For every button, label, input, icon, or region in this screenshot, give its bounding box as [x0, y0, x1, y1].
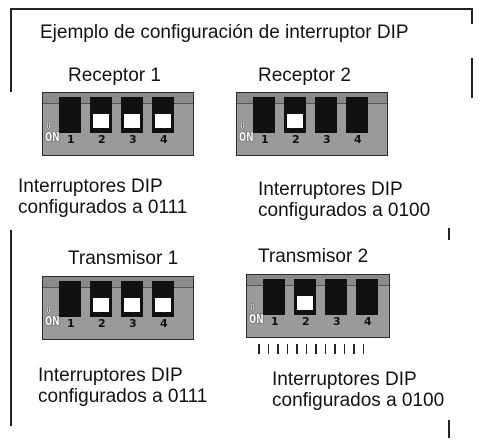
- switch-number: 2: [98, 317, 106, 330]
- frame-line-right-top: [471, 8, 473, 24]
- on-indicator: ⇩ON: [249, 300, 264, 326]
- switch-number: 1: [261, 133, 269, 146]
- dip-switch-4: [152, 97, 174, 133]
- tick-marks: [258, 344, 372, 354]
- frame-line-right-bottom: [448, 420, 450, 438]
- switch-number: 4: [354, 133, 362, 146]
- switch-number: 4: [364, 315, 372, 328]
- switch-number: 3: [129, 133, 137, 146]
- frame-line-top: [10, 8, 472, 10]
- dip-switch-receptor-1: 1 2 3 4 ⇩ON: [42, 92, 194, 156]
- diagram-title: Ejemplo de configuración de interruptor …: [40, 22, 409, 43]
- dip-switch-2: [90, 97, 112, 133]
- frame-line-right-lower: [448, 228, 450, 240]
- on-indicator: ⇩ON: [45, 302, 60, 328]
- switch-number: 4: [160, 133, 168, 146]
- dip-switch-3: [121, 281, 143, 317]
- switch-number: 3: [323, 133, 331, 146]
- caption-line-1: Interruptores DIP: [38, 365, 183, 386]
- dip-switch-3: [315, 97, 337, 133]
- caption-transmisor-1: Interruptores DIP configurados a 0111: [38, 365, 207, 407]
- caption-line-1: Interruptores DIP: [258, 179, 403, 200]
- dip-switch-2: [90, 281, 112, 317]
- caption-line-2: configurados a 0100: [272, 390, 445, 411]
- dip-switch-1: [59, 281, 81, 317]
- dip-switch-3: [121, 97, 143, 133]
- dip-switch-2: [284, 97, 306, 133]
- dip-switch-1: [253, 97, 275, 133]
- panel-label-receptor-1: Receptor 1: [68, 65, 161, 86]
- on-indicator: ⇩ON: [239, 118, 254, 144]
- panel-label-transmisor-1: Transmisor 1: [68, 248, 179, 269]
- caption-line-1: Interruptores DIP: [272, 369, 417, 390]
- on-indicator: ⇩ON: [45, 118, 60, 144]
- switch-number: 1: [271, 315, 279, 328]
- switch-number: 2: [292, 133, 300, 146]
- dip-switch-1: [263, 279, 285, 315]
- caption-transmisor-2: Interruptores DIP configurados a 0100: [272, 369, 444, 411]
- caption-line-2: configurados a 0111: [38, 386, 208, 407]
- dip-switch-receptor-2: 1 2 3 4 ⇩ON: [236, 92, 388, 156]
- dip-switch-transmisor-2: 1 2 3 4 ⇩ON: [246, 274, 390, 338]
- dip-switch-4: [152, 281, 174, 317]
- switch-number: 3: [333, 315, 341, 328]
- caption-line-1: Interruptores DIP: [18, 176, 163, 197]
- switch-number: 3: [129, 317, 137, 330]
- frame-line-left-lower: [10, 230, 12, 426]
- frame-line-right-mid: [471, 58, 473, 98]
- dip-switch-3: [325, 279, 347, 315]
- dip-switch-1: [59, 97, 81, 133]
- switch-number: 1: [67, 317, 75, 330]
- frame-line-left-upper: [10, 8, 12, 92]
- switch-number: 2: [302, 315, 310, 328]
- dip-switch-4: [356, 279, 378, 315]
- switch-number: 2: [98, 133, 106, 146]
- caption-receptor-2: Interruptores DIP configurados a 0100: [258, 179, 430, 221]
- dip-switch-transmisor-1: 1 2 3 4 ⇩ON: [42, 276, 194, 340]
- switch-number: 1: [67, 133, 75, 146]
- dip-switch-4: [346, 97, 368, 133]
- panel-label-receptor-2: Receptor 2: [258, 65, 351, 86]
- panel-label-transmisor-2: Transmisor 2: [258, 246, 369, 267]
- caption-receptor-1: Interruptores DIP configurados a 0111: [18, 176, 187, 218]
- switch-number: 4: [160, 317, 168, 330]
- caption-line-2: configurados a 0100: [258, 200, 431, 221]
- caption-line-2: configurados a 0111: [18, 197, 188, 218]
- dip-switch-2: [294, 279, 316, 315]
